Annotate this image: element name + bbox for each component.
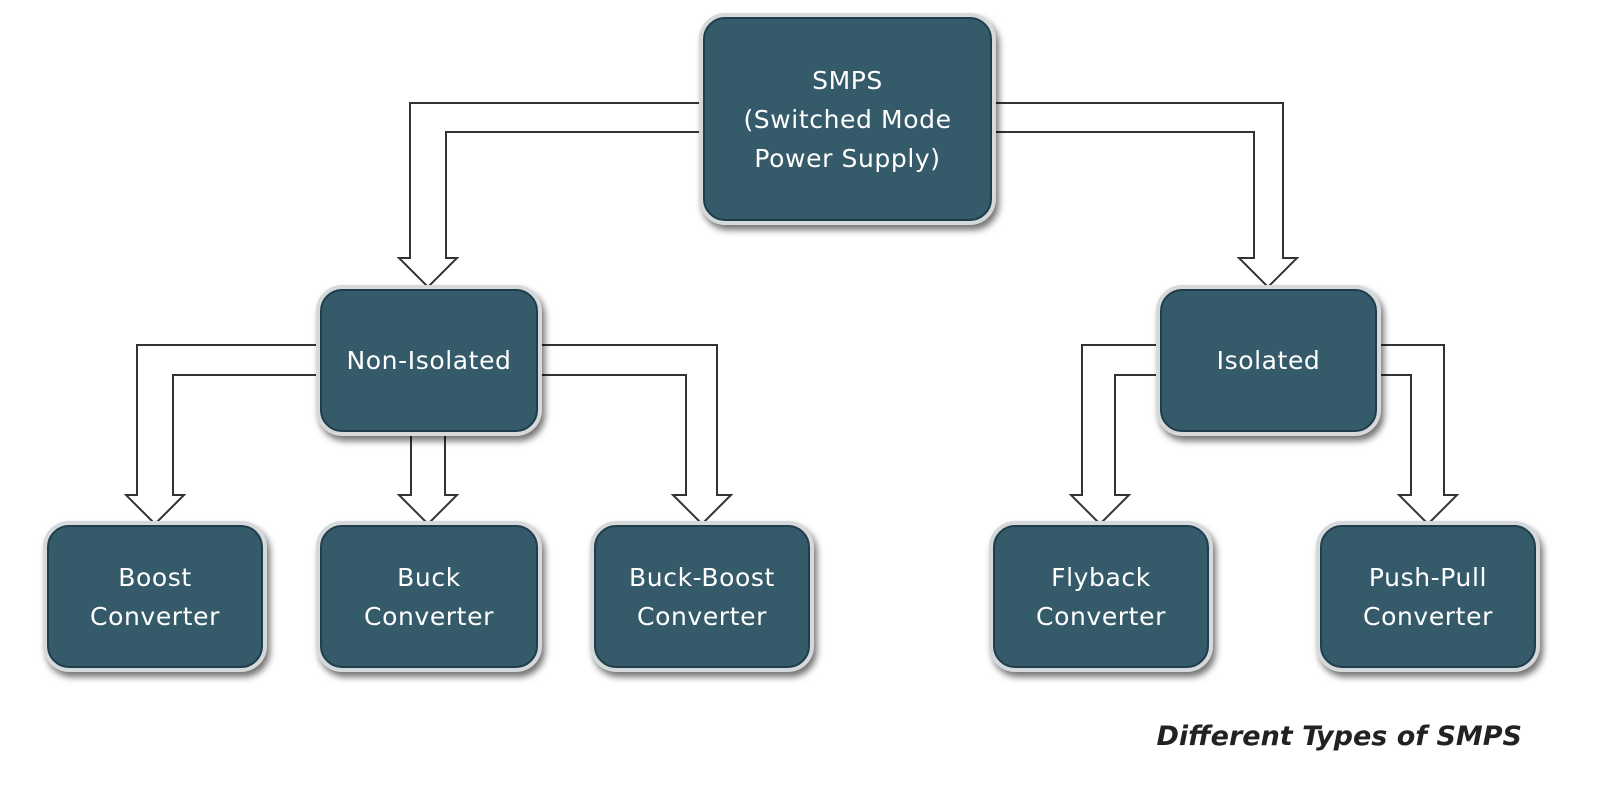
node-buck-boost-line-1: Buck-Boost <box>629 562 775 592</box>
node-isolated-label: Isolated <box>1216 346 1321 375</box>
arrow-smps-to-isolated <box>991 102 1300 289</box>
node-boost-line-2: Converter <box>90 601 220 631</box>
node-push-pull-line-2: Converter <box>1363 601 1493 631</box>
node-smps-root: SMPS (Switched Mode Power Supply) <box>703 17 992 221</box>
diagram-caption: Different Types of SMPS <box>1156 721 1522 752</box>
node-boost-converter: Boost Converter <box>47 525 263 668</box>
node-buck-boost-line-2: Converter <box>637 601 767 631</box>
node-smps-line-1: SMPS <box>812 65 883 95</box>
node-push-pull-converter: Push-Pull Converter <box>1320 525 1536 668</box>
node-isolated: Isolated <box>1160 289 1377 432</box>
arrow-non-isolated-to-boost <box>123 344 321 526</box>
node-boost-line-1: Boost <box>118 562 192 592</box>
node-flyback-line-2: Converter <box>1036 601 1166 631</box>
arrow-isolated-to-push-pull <box>1376 344 1460 526</box>
node-push-pull-line-1: Push-Pull <box>1368 562 1488 592</box>
node-flyback-converter: Flyback Converter <box>993 525 1209 668</box>
node-buck-boost-converter: Buck-Boost Converter <box>594 525 810 668</box>
node-non-isolated-label: Non-Isolated <box>346 346 512 375</box>
node-buck-line-2: Converter <box>364 601 494 631</box>
node-smps-line-2: (Switched Mode <box>743 104 952 134</box>
arrow-isolated-to-flyback <box>1068 344 1161 526</box>
node-buck-line-1: Buck <box>397 562 461 592</box>
arrow-smps-to-non-isolated <box>396 102 704 289</box>
node-buck-converter: Buck Converter <box>320 525 538 668</box>
arrow-non-isolated-to-buck <box>396 431 460 526</box>
node-smps-line-3: Power Supply) <box>754 143 941 173</box>
node-non-isolated: Non-Isolated <box>320 289 538 432</box>
node-flyback-line-1: Flyback <box>1051 562 1151 592</box>
arrow-non-isolated-to-buck-boost <box>537 344 734 526</box>
